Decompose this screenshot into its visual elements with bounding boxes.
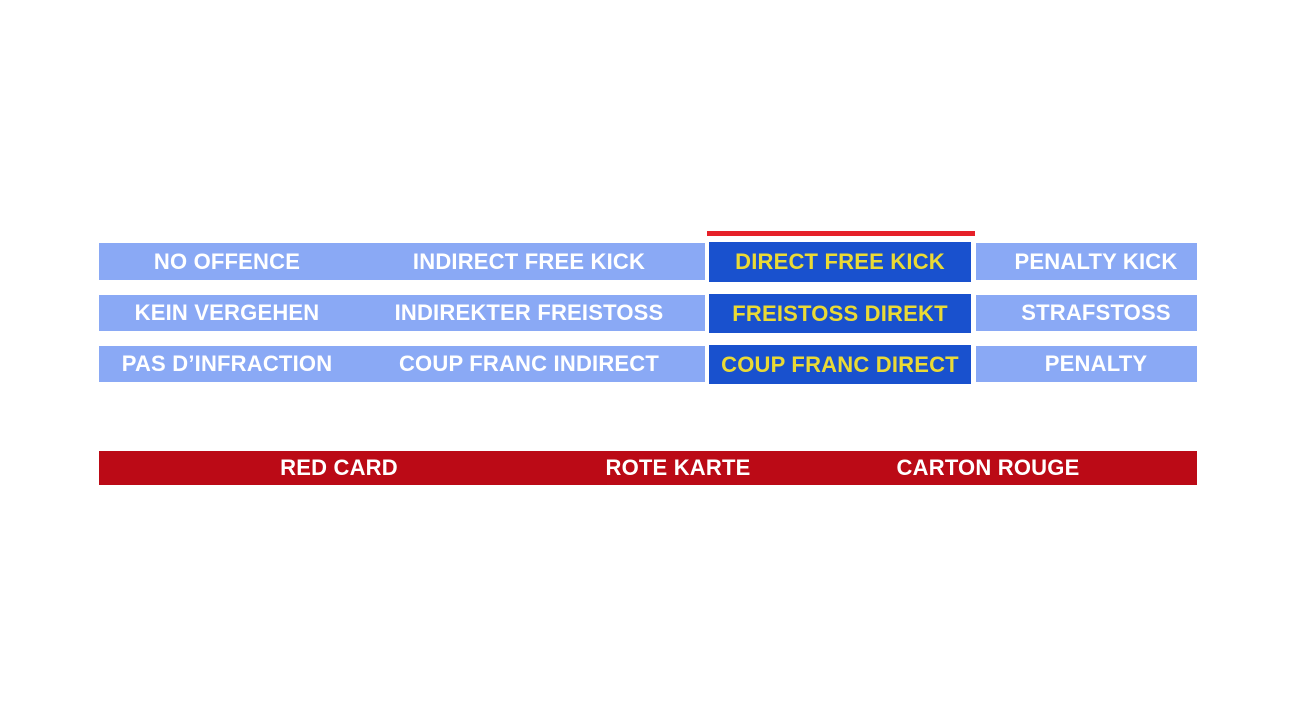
selected-column-indicator [707, 231, 975, 236]
red-card-label-en: RED CARD [280, 455, 398, 480]
row-2-bar-right: STRAFSTOSS [976, 295, 1197, 331]
selected-option-label: COUP FRANC DIRECT [721, 351, 959, 377]
option-indirekter-freistoss[interactable]: INDIREKTER FREISTOSS [394, 300, 664, 325]
option-indirect-free-kick[interactable]: INDIRECT FREE KICK [412, 248, 646, 274]
row-2-bar-left: KEIN VERGEHEN INDIREKTER FREISTOSS [99, 295, 705, 331]
option-direct-free-kick-selected[interactable]: DIRECT FREE KICK [709, 242, 971, 282]
row-3-bar-left: PAS D’INFRACTION COUP FRANC INDIRECT [99, 346, 705, 382]
selected-option-label: DIRECT FREE KICK [735, 249, 945, 274]
red-card-label-fr: CARTON ROUGE [896, 455, 1080, 480]
red-card-label-de: ROTE KARTE [605, 455, 751, 480]
sanctions-row-3: PAS D’INFRACTION COUP FRANC INDIRECT COU… [99, 345, 1197, 384]
option-penalty-kick[interactable]: PENALTY KICK [1014, 248, 1178, 274]
sanctions-board: NO OFFENCE INDIRECT FREE KICK DIRECT FRE… [99, 231, 1197, 491]
option-kein-vergehen[interactable]: KEIN VERGEHEN [134, 300, 320, 325]
sanctions-row-2: KEIN VERGEHEN INDIREKTER FREISTOSS FREIS… [99, 294, 1197, 333]
selected-option-label: FREISTOSS DIREKT [732, 300, 948, 326]
option-pas-d-infraction[interactable]: PAS D’INFRACTION [121, 351, 333, 376]
option-strafstoss[interactable]: STRAFSTOSS [1021, 300, 1171, 325]
option-penalty[interactable]: PENALTY [1044, 351, 1148, 376]
option-no-offence[interactable]: NO OFFENCE [153, 248, 301, 274]
red-card-band[interactable]: RED CARD ROTE KARTE CARTON ROUGE [99, 451, 1197, 485]
option-coup-franc-indirect[interactable]: COUP FRANC INDIRECT [398, 351, 660, 376]
row-1-bar-right: PENALTY KICK [976, 243, 1197, 280]
option-coup-franc-direct-selected[interactable]: COUP FRANC DIRECT [709, 345, 971, 384]
row-1-bar-left: NO OFFENCE INDIRECT FREE KICK [99, 243, 705, 280]
option-freistoss-direkt-selected[interactable]: FREISTOSS DIREKT [709, 294, 971, 333]
sanctions-row-1: NO OFFENCE INDIRECT FREE KICK DIRECT FRE… [99, 242, 1197, 282]
row-3-bar-right: PENALTY [976, 346, 1197, 382]
